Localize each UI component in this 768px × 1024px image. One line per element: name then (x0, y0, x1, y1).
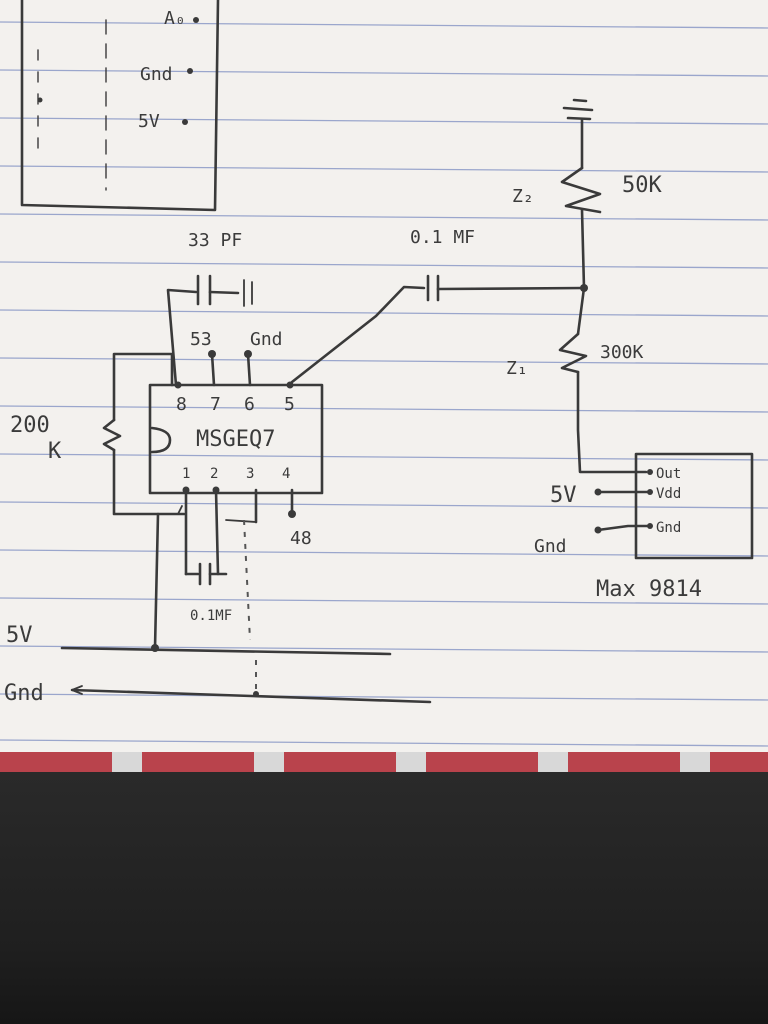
max9814-module (594, 452, 754, 560)
chip-top-pins (174, 350, 294, 389)
pin-label-gnd-board: Gnd (140, 64, 173, 85)
resistor-z1-300k (558, 286, 648, 474)
resistor-z2-label: Z₂ (512, 186, 534, 207)
resistor-200k-value: 200 (10, 413, 50, 438)
rail-gnd-label: Gnd (4, 681, 44, 706)
chip-pin-5: 5 (284, 394, 295, 415)
max-pin-vdd: Vdd (656, 486, 681, 502)
capacitor-0-1uf-top-label: 0.1 MF (410, 227, 475, 248)
resistor-200k-unit: K (48, 439, 62, 464)
chip-pin-8: 8 (176, 394, 187, 415)
max-5v-label: 5V (550, 483, 577, 508)
pin-label-a0: A₀ (164, 8, 186, 29)
chip-name: MSGEQ7 (196, 427, 275, 452)
capacitor-0-1uf-bottom-label: 0.1MF (190, 608, 232, 624)
microcontroller-board (20, 0, 220, 212)
ruled-lines (0, 21, 768, 747)
resistor-z2-50k (560, 98, 602, 290)
pin-label-5v-board: 5V (138, 111, 160, 132)
chip-pin-4: 4 (282, 466, 290, 482)
resistor-200k (102, 352, 186, 516)
capacitor-0-1uf-top (290, 274, 588, 384)
pin-48-label: 48 (290, 528, 312, 549)
max-pin-gnd: Gnd (656, 520, 681, 536)
chip-gnd-label: Gnd (250, 329, 283, 350)
chip-pin-2: 2 (210, 466, 218, 482)
chip-pin-6: 6 (244, 394, 255, 415)
notebook-edge (0, 752, 768, 772)
resistor-z2-value: 50K (622, 173, 662, 198)
chip-pin-7: 7 (210, 394, 221, 415)
pin-53-label: 53 (190, 329, 212, 350)
resistor-z1-label: Z₁ (506, 358, 528, 379)
max-pin-out: Out (656, 466, 681, 482)
chip-pin-1: 1 (182, 466, 190, 482)
chip-bottom-pins (177, 486, 296, 576)
msgeq7-chip (148, 383, 324, 495)
resistor-z1-value: 300K (600, 342, 644, 363)
capacitor-0-1uf-bottom (184, 519, 251, 641)
max-module-name: Max 9814 (596, 577, 702, 602)
rail-5v-label: 5V (6, 623, 33, 648)
capacitor-33pf (166, 274, 253, 387)
capacitor-33pf-label: 33 PF (188, 230, 242, 251)
power-rails (60, 512, 432, 704)
chip-pin-3: 3 (246, 466, 254, 482)
schematic-drawing: A₀ Gnd 5V 33 PF MSGEQ7 8 7 6 5 1 2 3 4 5… (0, 0, 768, 747)
dark-background (0, 772, 768, 1024)
max-gnd-label: Gnd (534, 536, 567, 557)
notebook-paper (0, 0, 768, 752)
